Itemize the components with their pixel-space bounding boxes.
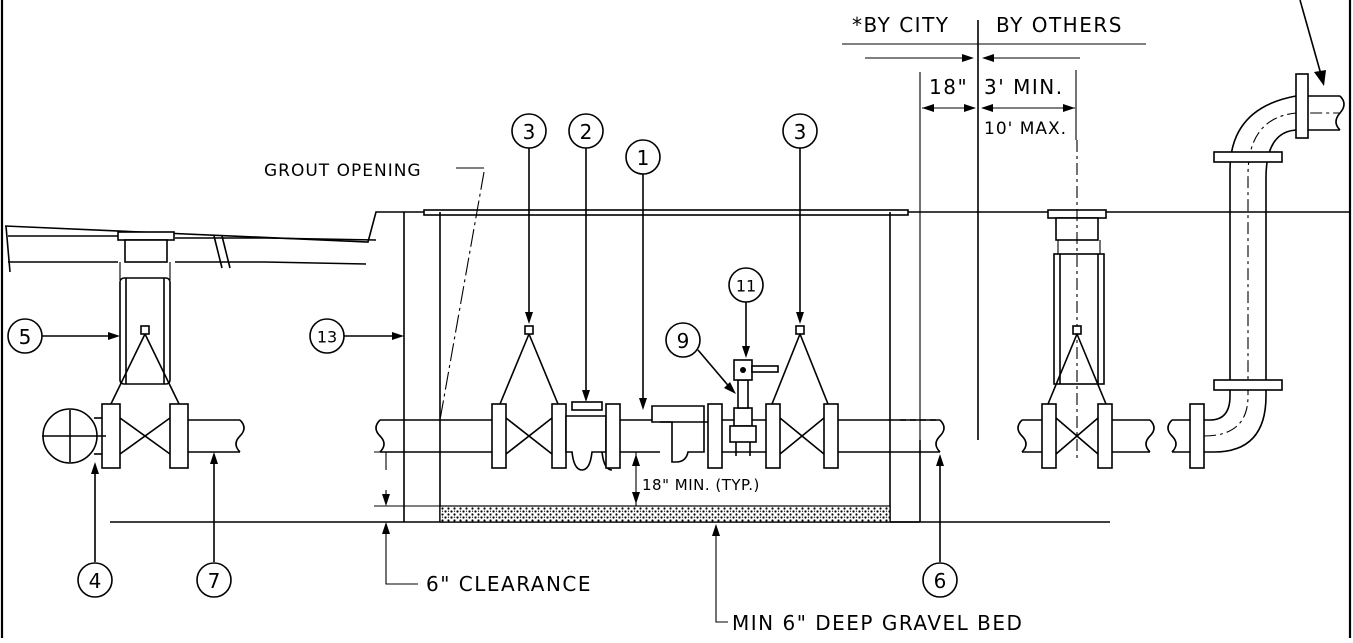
callout-7-text: 7 [208,569,221,593]
clearance-label: 6" CLEARANCE [426,572,592,596]
callout-2: 2 [568,113,604,149]
by-city-label: *BY CITY [852,13,950,37]
callout-5: 5 [7,318,43,354]
right-valve-assembly [1017,140,1155,469]
callout-7: 7 [196,562,232,598]
callout-1: 1 [625,139,661,175]
jurisdiction-labels: *BY CITY BY OTHERS [842,13,1146,440]
callout-3-left: 3 [511,113,547,149]
grout-opening-label: GROUT OPENING [264,161,422,181]
clearance-dimensions: 18" 3' MIN. 10' MAX. [919,70,1077,440]
callout-2-text: 2 [580,120,593,144]
min-18-typ-label: 18" MIN. (TYP.) [642,476,760,494]
by-others-label: BY OTHERS [996,13,1123,37]
callout-11: 11 [728,267,764,303]
callout-4: 4 [77,562,113,598]
callout-9: 9 [665,322,701,358]
callout-1-text: 1 [637,146,650,170]
callout-6: 6 [922,562,958,598]
gravel-bed-label: MIN 6" DEEP GRAVEL BED [732,611,1023,635]
riser-pipe [1167,0,1345,469]
callout-9-text: 9 [677,329,690,353]
annotation-labels: GROUT OPENING 18" MIN. (TYP.) 6" CLEARAN… [264,161,1023,635]
callout-bubbles: 3 2 1 3 11 9 5 13 [7,113,958,598]
dim-18-label: 18" [929,75,968,99]
callout-13: 13 [309,318,345,354]
callout-3-right: 3 [782,113,818,149]
left-valve-assembly [5,225,377,469]
callout-11-text: 11 [736,277,756,296]
callout-3-right-text: 3 [794,120,807,144]
dim-3min-label: 3' MIN. [984,75,1064,99]
main-pipeline [375,325,945,471]
vault-structure [4,171,1350,523]
callout-3-left-text: 3 [523,120,536,144]
callout-4-text: 4 [89,569,102,593]
callout-leaders [42,148,944,623]
callout-5-text: 5 [19,325,32,349]
callout-13-text: 13 [317,328,337,347]
callout-6-text: 6 [934,569,947,593]
dim-10max-label: 10' MAX. [984,119,1067,139]
gravel-bed [439,505,891,523]
